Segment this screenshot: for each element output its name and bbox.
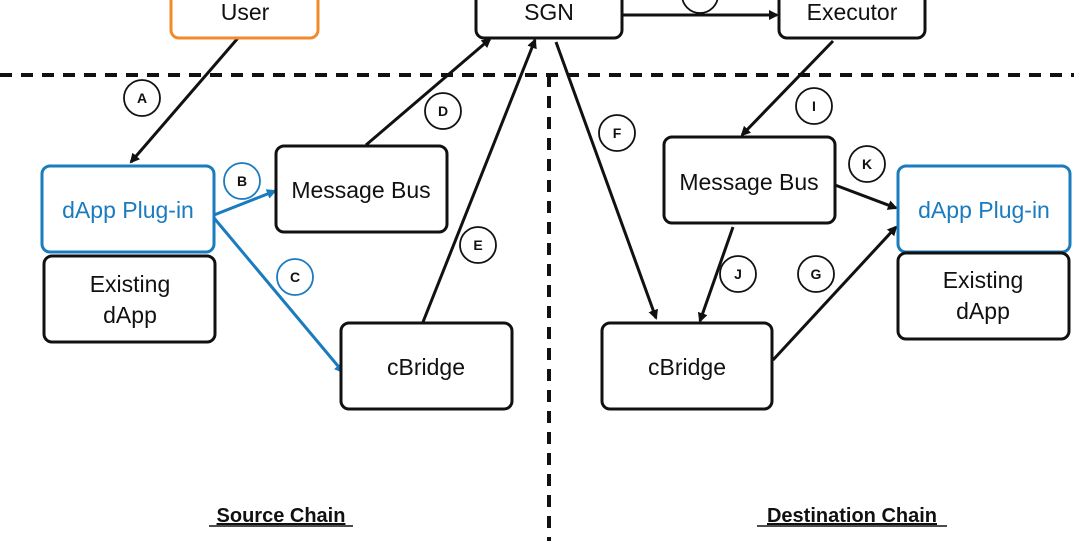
svg-text:D: D — [438, 103, 448, 119]
destination-cbridge-label: cBridge — [648, 354, 726, 380]
step-badge-d: D — [424, 92, 462, 130]
svg-text:H: H — [695, 0, 705, 3]
svg-text:J: J — [734, 266, 742, 282]
destination-message-bus-label: Message Bus — [679, 169, 818, 195]
svg-text:I: I — [812, 98, 816, 114]
edge-g-arrow — [771, 225, 898, 362]
edge-i-arrow — [740, 39, 835, 137]
destination-dapp-plugin-label: dApp Plug-in — [918, 197, 1050, 223]
step-badge-f: F — [598, 114, 636, 152]
step-badge-k: K — [848, 145, 886, 183]
step-badge-b: B — [223, 162, 261, 200]
source-dapp-plugin-node: dApp Plug-in — [40, 164, 216, 254]
edge-k-arrow — [834, 183, 898, 210]
svg-text:C: C — [290, 269, 300, 285]
svg-text:K: K — [862, 156, 872, 172]
edge-b-arrow — [213, 189, 277, 217]
svg-text:E: E — [473, 237, 482, 253]
edge-f-arrow — [554, 41, 658, 320]
svg-text:G: G — [811, 266, 822, 282]
source-cbridge-node: cBridge — [339, 321, 514, 411]
step-badge-i: I — [795, 87, 833, 125]
step-badge-e: E — [459, 226, 497, 264]
destination-cbridge-node: cBridge — [600, 321, 774, 411]
edge-d-arrow — [365, 37, 492, 147]
executor-node: Executor — [777, 0, 927, 40]
step-badge-g: G — [797, 255, 835, 293]
destination-existing-dapp-label-line2: dApp — [956, 298, 1010, 324]
svg-text:F: F — [613, 125, 622, 141]
step-badge-j: J — [719, 255, 757, 293]
destination-message-bus-node: Message Bus — [662, 135, 837, 225]
source-existing-dapp-node: Existing dApp — [42, 254, 217, 344]
source-message-bus-node: Message Bus — [274, 144, 449, 234]
source-chain-label: Source Chain — [217, 505, 346, 527]
edge-j-arrow — [697, 226, 735, 323]
destination-dapp-plugin-node: dApp Plug-in — [896, 164, 1072, 254]
source-dapp-plugin-label: dApp Plug-in — [62, 197, 194, 223]
sgn-label: SGN — [524, 0, 574, 25]
edge-a-arrow — [129, 37, 240, 164]
destination-chain-label: Destination Chain — [767, 505, 937, 527]
executor-label: Executor — [807, 0, 898, 25]
source-existing-dapp-label-line2: dApp — [103, 302, 157, 328]
edge-c-arrow — [212, 217, 345, 374]
source-cbridge-label: cBridge — [387, 354, 465, 380]
svg-text:B: B — [237, 173, 247, 189]
sgn-node: SGN — [474, 0, 624, 40]
destination-existing-dapp-label-line1: Existing — [943, 267, 1024, 293]
destination-existing-dapp-node: Existing dApp — [896, 251, 1071, 341]
step-badge-a: A — [123, 79, 161, 117]
svg-text:A: A — [137, 90, 147, 106]
user-node: User — [169, 0, 320, 40]
edge-e-arrow — [421, 38, 537, 323]
step-badge-c: C — [276, 258, 314, 296]
source-existing-dapp-label-line1: Existing — [90, 271, 171, 297]
step-badge-h: H — [681, 0, 719, 14]
user-label: User — [221, 0, 270, 25]
source-message-bus-label: Message Bus — [291, 177, 430, 203]
